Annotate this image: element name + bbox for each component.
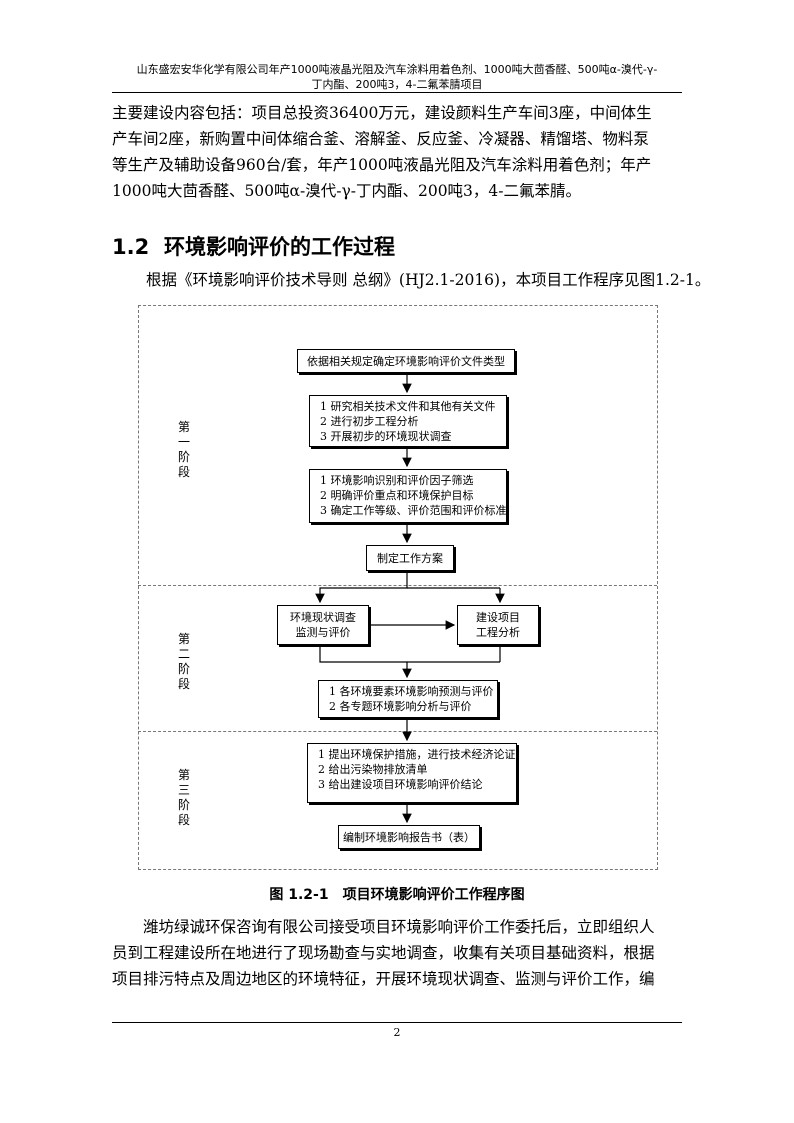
stage-1-label: 第 一 阶 段 [174, 420, 194, 480]
prediction-box: 1 各环境要素环境影响预测与评价 2 各专题环境影响分析与评价 [318, 680, 498, 718]
arrow [315, 571, 408, 604]
box-line: 2 进行初步工程分析 [320, 415, 419, 428]
stage-2-label: 第 二 阶 段 [174, 632, 194, 692]
stage-divider [138, 731, 657, 732]
reference-text: 根据《环境影响评价技术导则 总纲》(HJ2.1-2016)，本项目工作程序见图1… [146, 271, 711, 289]
compile-report-box: 编制环境影响报告书（表） [338, 825, 480, 849]
box-line: 环境现状调查 [290, 611, 356, 624]
box-line: 工程分析 [476, 626, 520, 639]
header-line-2: 丁内酯、200吨3，4-二氟苯腈项目 [311, 78, 483, 91]
identify-box: 1 环境影响识别和评价因子筛选 2 明确评价重点和环境保护目标 3 确定工作等级… [309, 469, 507, 523]
stage-char: 阶 [177, 450, 190, 464]
figure-caption: 图 1.2-1 项目环境影响评价工作程序图 [0, 884, 794, 904]
intro-line: 1000吨大茴香醛、500吨α-溴代-γ-丁内酯、200吨3，4-二氟苯腈。 [112, 182, 582, 200]
body-paragraph: 潍坊绿诚环保咨询有限公司接受项目环境影响评价工作委托后，立即组织人 员到工程建设… [112, 914, 686, 992]
section-title: 环境影响评价的工作过程 [164, 235, 395, 259]
box-line: 建设项目 [476, 611, 520, 624]
header-line-1: 山东盛宏安华化学有限公司年产1000吨液晶光阻及汽车涂料用着色剂、1000吨大茴… [136, 63, 658, 76]
box-line: 3 开展初步的环境现状调查 [320, 430, 452, 443]
stage-char: 段 [177, 677, 190, 691]
footer-rule [112, 1022, 682, 1023]
section-heading: 1.2 环境影响评价的工作过程 [112, 231, 395, 261]
box-line: 1 各环境要素环境影响预测与评价 [329, 685, 494, 698]
flowchart-frame [138, 305, 658, 870]
section-number: 1.2 [112, 235, 150, 259]
stage-char: 二 [177, 647, 190, 661]
stage-3-label: 第 三 阶 段 [174, 768, 194, 828]
box-line: 3 确定工作等级、评价范围和评价标准 [320, 504, 507, 517]
project-analysis-box: 建设项目 工程分析 [457, 605, 539, 645]
box-line: 2 给出污染物排放清单 [318, 763, 428, 776]
stage-char: 阶 [177, 798, 190, 812]
box-line: 2 明确评价重点和环境保护目标 [320, 489, 474, 502]
stage-char: 段 [177, 813, 190, 827]
arrow [319, 645, 412, 679]
intro-line: 主要建设内容包括：项目总投资36400万元，建设颜料生产车间3座，中间体生 [112, 104, 652, 122]
box-text: 依据相关规定确定环境影响评价文件类型 [307, 354, 505, 368]
header-rule [112, 92, 682, 93]
stage-char: 第 [177, 632, 190, 646]
intro-paragraph: 主要建设内容包括：项目总投资36400万元，建设颜料生产车间3座，中间体生 产车… [112, 100, 686, 204]
stage-divider [138, 585, 657, 586]
box-line: 监测与评价 [295, 626, 351, 639]
research-box: 1 研究相关技术文件和其他有关文件 2 进行初步工程分析 3 开展初步的环境现状… [309, 395, 507, 447]
intro-line: 等生产及辅助设备960台/套，年产1000吨液晶光阻及汽车涂料用着色剂；年产 [112, 156, 652, 174]
box-text: 编制环境影响报告书（表） [343, 830, 475, 844]
body-line: 项目排污特点及周边地区的环境特征，开展环境现状调查、监测与评价工作，编 [112, 970, 655, 988]
measures-box: 1 提出环境保护措施，进行技术经济论证 2 给出污染物排放清单 3 给出建设项目… [307, 743, 517, 803]
stage-char: 阶 [177, 662, 190, 676]
stage-char: 第 [177, 768, 190, 782]
box-line: 1 研究相关技术文件和其他有关文件 [320, 400, 496, 413]
figure-title: 项目环境影响评价工作程序图 [342, 887, 525, 903]
box-line: 1 提出环境保护措施，进行技术经济论证 [318, 748, 516, 761]
work-plan-box: 制定工作方案 [366, 545, 454, 571]
box-line: 2 各专题环境影响分析与评价 [329, 700, 472, 713]
box-text: 制定工作方案 [377, 551, 443, 565]
determine-document-type-box: 依据相关规定确定环境影响评价文件类型 [297, 349, 515, 373]
stage-char: 段 [177, 465, 190, 479]
page-number: 2 [393, 1026, 401, 1039]
stage-char: 第 [177, 420, 190, 434]
body-line: 员到工程建设所在地进行了现场勘查与实地调查，收集有关项目基础资料，根据 [112, 944, 655, 962]
running-header: 山东盛宏安华化学有限公司年产1000吨液晶光阻及汽车涂料用着色剂、1000吨大茴… [110, 62, 684, 92]
intro-line: 产车间2座，新购置中间体缩合釜、溶解釜、反应釜、冷凝器、精馏塔、物料泵 [112, 130, 649, 148]
figure-number: 图 1.2-1 [269, 887, 329, 903]
box-line: 3 给出建设项目环境影响评价结论 [318, 778, 483, 791]
body-line: 潍坊绿诚环保咨询有限公司接受项目环境影响评价工作委托后，立即组织人 [143, 918, 655, 936]
stage-char: 三 [177, 783, 190, 797]
stage-char: 一 [177, 435, 190, 449]
box-line: 1 环境影响识别和评价因子筛选 [320, 474, 474, 487]
environment-survey-box: 环境现状调查 监测与评价 [277, 605, 369, 645]
